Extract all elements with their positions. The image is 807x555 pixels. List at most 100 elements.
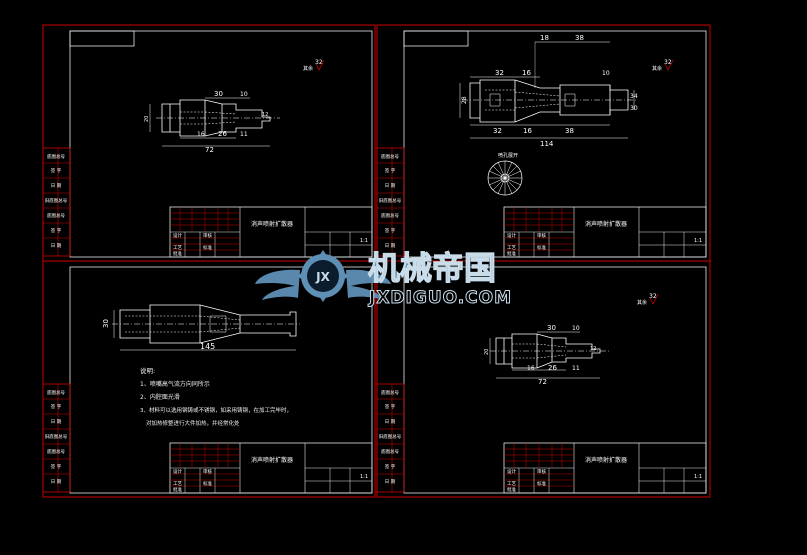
title-block-scale: 1:1 bbox=[694, 238, 702, 244]
side-strip: 底图总号 签 字 日 期 旧底图总号 底图总号 签 字 日 期 bbox=[42, 383, 71, 493]
dimension-text: 16 bbox=[522, 69, 531, 77]
sheet-outer-frame bbox=[376, 260, 711, 498]
side-label: 签 字 bbox=[385, 167, 396, 174]
dimension-text: 16 bbox=[523, 127, 532, 135]
title-block-row: 标准 bbox=[203, 244, 212, 251]
title-block-row: 批准 bbox=[507, 250, 516, 257]
note-line: 3、材料可以选用钢铸或不锈钢，如采用铸钢，在加工完毕时， bbox=[140, 406, 292, 414]
title-block-row: 设计 bbox=[173, 468, 182, 475]
dimension-text: 18 bbox=[540, 34, 549, 42]
side-label: 日 期 bbox=[385, 183, 396, 189]
dimension-text: 114 bbox=[540, 140, 554, 148]
part-profile-drawing bbox=[489, 331, 610, 379]
emblem-letters: JX bbox=[315, 270, 330, 284]
note-line: 1、喷嘴高气流方向同所示 bbox=[140, 380, 210, 388]
side-label: 签 字 bbox=[385, 227, 396, 234]
side-label: 签 字 bbox=[385, 403, 396, 410]
watermark-url: JXDIGUO.COM bbox=[368, 288, 512, 308]
dimension-text: 12 bbox=[590, 346, 596, 352]
dimension-text: 34 bbox=[630, 93, 638, 100]
roughness-symbol: 其余 32 bbox=[637, 293, 659, 306]
right-wing-icon bbox=[346, 269, 391, 300]
dimension-text: 16 bbox=[527, 365, 535, 372]
side-label: 日 期 bbox=[385, 479, 396, 485]
roughness-prefix: 其余 bbox=[652, 65, 662, 72]
part-profile-drawing bbox=[459, 41, 636, 139]
dimension-text: 20 bbox=[484, 349, 490, 355]
side-strip: 底图总号 签 字 日 期 旧底图总号 底图总号 签 字 日 期 bbox=[376, 147, 405, 257]
side-label: 日 期 bbox=[51, 183, 62, 189]
side-label: 底图总号 bbox=[47, 212, 65, 219]
side-label: 底图总号 bbox=[47, 448, 65, 455]
dimension-text: 11 bbox=[240, 131, 248, 138]
roughness-value: 32 bbox=[649, 293, 657, 300]
side-label: 签 字 bbox=[51, 403, 62, 410]
note-line: 2、内腔面光滑 bbox=[140, 393, 180, 401]
side-label: 底图总号 bbox=[381, 153, 399, 160]
side-label: 签 字 bbox=[51, 463, 62, 470]
title-block-name: 消声喷射扩散器 bbox=[585, 456, 627, 464]
dimension-text: 10 bbox=[572, 325, 580, 332]
side-label: 底图总号 bbox=[381, 389, 399, 396]
title-block: 消声喷射扩散器 1:1 设计 审核 工艺 标准 批准 bbox=[169, 206, 373, 258]
dimension-text: 38 bbox=[575, 34, 584, 42]
dimension-text: 30 bbox=[630, 105, 638, 112]
dimension-text: 145 bbox=[200, 342, 215, 351]
title-block-row: 审核 bbox=[537, 232, 546, 239]
side-label: 旧底图总号 bbox=[379, 197, 402, 204]
side-label: 旧底图总号 bbox=[45, 197, 68, 204]
dimension-text: 12 bbox=[262, 112, 268, 118]
sheet-bottom-right: 底图总号 签 字 日 期 旧底图总号 底图总号 签 字 日 期 其余 32 bbox=[376, 260, 711, 498]
title-block-row: 工艺 bbox=[507, 245, 516, 251]
dimension-text: 10 bbox=[602, 70, 610, 77]
dimension-text: 38 bbox=[565, 127, 574, 135]
roughness-symbol: 其余 32 bbox=[303, 59, 325, 72]
dimension-text: 16 bbox=[197, 131, 205, 138]
side-label: 底图总号 bbox=[381, 448, 399, 455]
dimension-text: 26 bbox=[218, 130, 227, 138]
side-label: 日 期 bbox=[51, 419, 62, 425]
dimension-text: 20 bbox=[144, 116, 150, 122]
roughness-value: 32 bbox=[315, 59, 323, 66]
side-strip: 底图总号 签 字 日 期 旧底图总号 底图总号 签 字 日 期 bbox=[42, 147, 71, 257]
side-label: 签 字 bbox=[51, 227, 62, 234]
title-block-name: 消声喷射扩散器 bbox=[251, 220, 293, 228]
dimension-text: 30 bbox=[547, 324, 556, 332]
dimension-text: 11 bbox=[572, 365, 580, 372]
sheet-bottom-left: 底图总号 签 字 日 期 旧底图总号 底图总号 签 字 日 期 30 145 说… bbox=[42, 260, 376, 498]
title-block-row: 批准 bbox=[173, 486, 182, 493]
roughness-symbol: 其余 32 bbox=[652, 59, 674, 72]
side-label: 旧底图总号 bbox=[45, 433, 68, 440]
title-block-row: 工艺 bbox=[173, 245, 182, 251]
part-profile-drawing bbox=[149, 97, 280, 147]
title-block-row: 批准 bbox=[507, 486, 516, 493]
dimension-text: 26 bbox=[548, 364, 557, 372]
title-block: 消声喷射扩散器 1:1 设计 审核 工艺 标准 批准 bbox=[503, 206, 707, 258]
drawing-number-box bbox=[403, 30, 469, 47]
title-block-row: 批准 bbox=[173, 250, 182, 257]
roughness-value: 32 bbox=[664, 59, 672, 66]
side-label: 日 期 bbox=[51, 243, 62, 249]
notes-title: 说明: bbox=[140, 366, 155, 375]
title-block-row: 工艺 bbox=[507, 481, 516, 487]
left-wing-icon bbox=[255, 269, 300, 300]
dimension-text: 72 bbox=[205, 146, 214, 154]
side-label: 底图总号 bbox=[47, 153, 65, 160]
side-label: 日 期 bbox=[385, 243, 396, 249]
side-strip: 底图总号 签 字 日 期 旧底图总号 底图总号 签 字 日 期 bbox=[376, 383, 405, 493]
title-block-row: 设计 bbox=[173, 232, 182, 239]
title-block-row: 设计 bbox=[507, 232, 516, 239]
title-block-scale: 1:1 bbox=[360, 238, 368, 244]
technical-notes: 说明: 1、喷嘴高气流方向同所示 2、内腔面光滑 3、材料可以选用钢铸或不锈钢，… bbox=[140, 366, 292, 427]
dimension-text: 32 bbox=[495, 69, 504, 77]
dimension-text: 10 bbox=[240, 91, 248, 98]
dimension-text: 30 bbox=[102, 319, 110, 328]
title-block-row: 工艺 bbox=[173, 481, 182, 487]
title-block-name: 消声喷射扩散器 bbox=[585, 220, 627, 228]
title-block-scale: 1:1 bbox=[694, 474, 702, 480]
title-block-row: 审核 bbox=[537, 468, 546, 475]
sheet-top-right: 底图总号 签 字 日 期 旧底图总号 底图总号 签 字 日 期 其余 32 bbox=[376, 24, 711, 262]
title-block-row: 标准 bbox=[537, 244, 546, 251]
title-block-row: 审核 bbox=[203, 232, 212, 239]
